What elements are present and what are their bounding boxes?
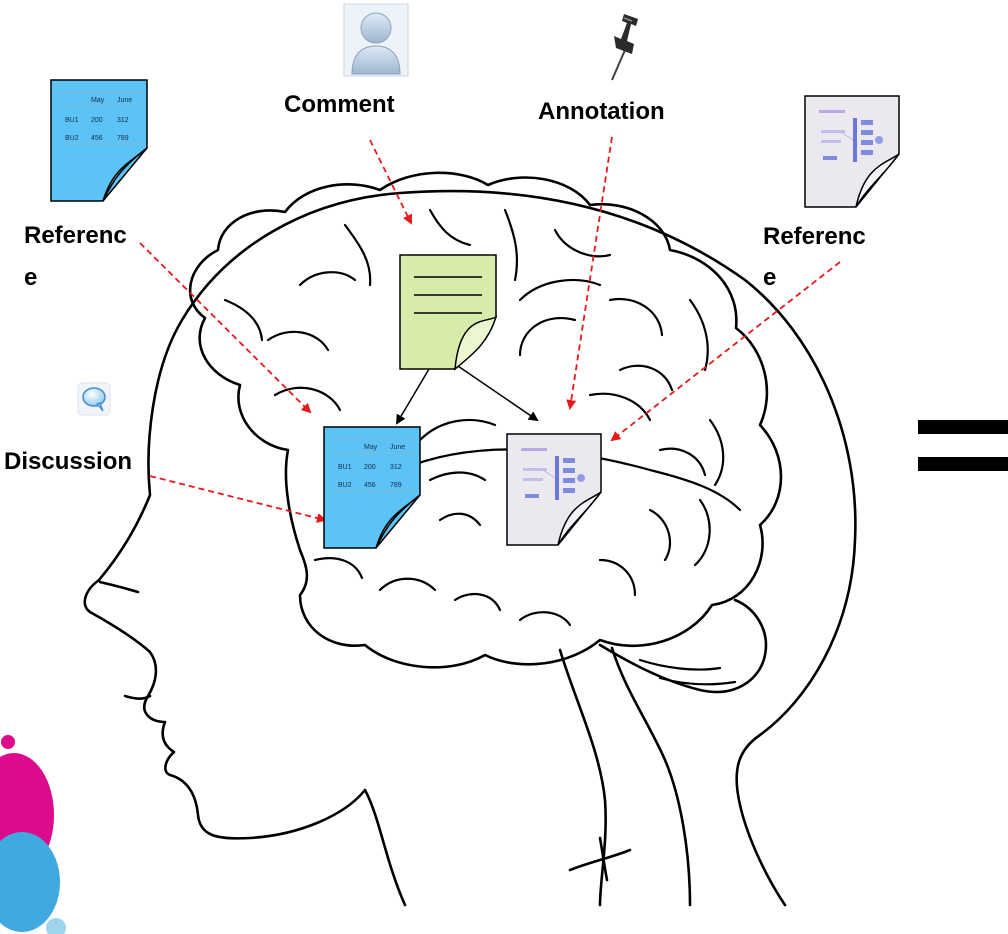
spreadsheet-header-june: June [390,444,405,451]
spreadsheet-cell: 789 [390,482,402,489]
spreadsheet-cell: 200 [364,464,376,471]
spreadsheet-cell: 456 [364,482,376,489]
pushpin-icon[interactable] [611,14,638,81]
cerebellum [598,598,768,694]
comment-label: Comment [284,91,395,118]
dashed-arrows [139,136,841,523]
diagram-document-icon[interactable] [506,433,602,546]
spreadsheet-row-label: BU2 [65,135,79,142]
brainstem [558,646,692,907]
reference-right-label: Referenc [763,223,866,250]
spreadsheet-header-may: May [91,97,105,104]
spreadsheet-row-label: BU1 [338,464,352,471]
spreadsheet-document-icon[interactable]: May June BU1 200 312 BU2 456 789 [50,79,148,202]
spreadsheet-row-label: BU1 [65,117,79,124]
head-outline [83,189,857,907]
arrow-note-to-spreadsheet [395,363,433,425]
equals-sign [918,420,1008,471]
spreadsheet-cell: 456 [91,135,103,142]
brain-outline [188,171,783,669]
decorative-blobs [0,735,66,934]
arrow-reference-right-to-diagram [610,261,841,442]
reference-left-label-line2: e [24,264,37,291]
arrow-discussion-to-spreadsheet [149,475,327,523]
arrow-annotation-to-diagram [566,136,613,410]
spreadsheet-cell: 200 [91,117,103,124]
discussion-label: Discussion [4,448,132,475]
annotation-label: Annotation [538,98,665,125]
spreadsheet-header-june: June [117,97,132,104]
spreadsheet-header-may: May [364,444,378,451]
reference-right-label-line2: e [763,264,776,291]
spreadsheet-cell: 312 [390,464,402,471]
spreadsheet-row-label: BU2 [338,482,352,489]
brain-folds [223,208,742,627]
note-document-icon[interactable] [399,254,498,371]
diagram-document-icon[interactable] [804,95,900,208]
spreadsheet-cell: 789 [117,135,129,142]
speech-bubble-icon[interactable] [77,382,111,416]
solid-arrows [395,363,539,425]
arrow-comment-to-note [369,139,412,225]
reference-left-label: Referenc [24,222,127,249]
user-avatar-icon[interactable] [343,3,409,77]
arrow-note-to-diagram [454,363,539,422]
spreadsheet-cell: 312 [117,117,129,124]
spreadsheet-document-icon[interactable]: May June BU1 200 312 BU2 456 789 [323,426,421,549]
